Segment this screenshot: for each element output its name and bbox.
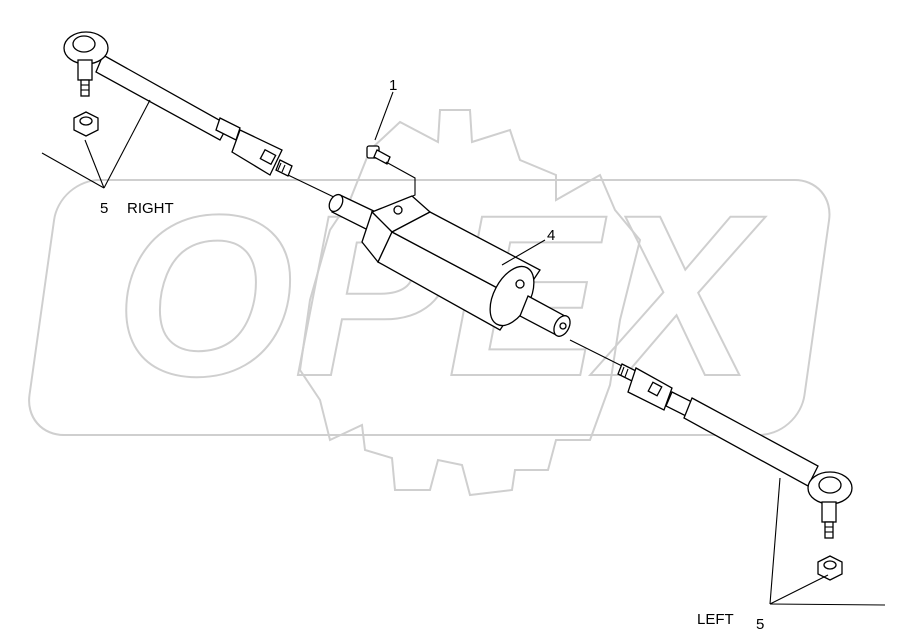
- tie-rod-right: [63, 31, 293, 177]
- watermark-gear-outline: [298, 109, 642, 497]
- leader-item-5-left: [769, 477, 886, 606]
- callout-item-1: 1: [389, 77, 397, 94]
- tie-rod-left: [617, 363, 853, 539]
- callout-item-5-left: 5: [756, 616, 764, 633]
- nut-right: [73, 111, 99, 137]
- leader-item-4: [501, 239, 546, 266]
- callout-right-label: RIGHT: [127, 200, 174, 217]
- callout-left-label: LEFT: [697, 611, 734, 628]
- opex-watermark: OPEX: [28, 109, 831, 497]
- hydraulic-cylinder: [328, 193, 571, 337]
- leader-item-1: [374, 91, 394, 141]
- callout-item-5-right: 5: [100, 200, 108, 217]
- watermark-band: [28, 179, 831, 436]
- leader-item-5-right: [41, 99, 151, 189]
- assembly-axis-lines: [287, 174, 631, 371]
- callout-item-4: 4: [547, 227, 555, 244]
- nut-left: [817, 555, 843, 581]
